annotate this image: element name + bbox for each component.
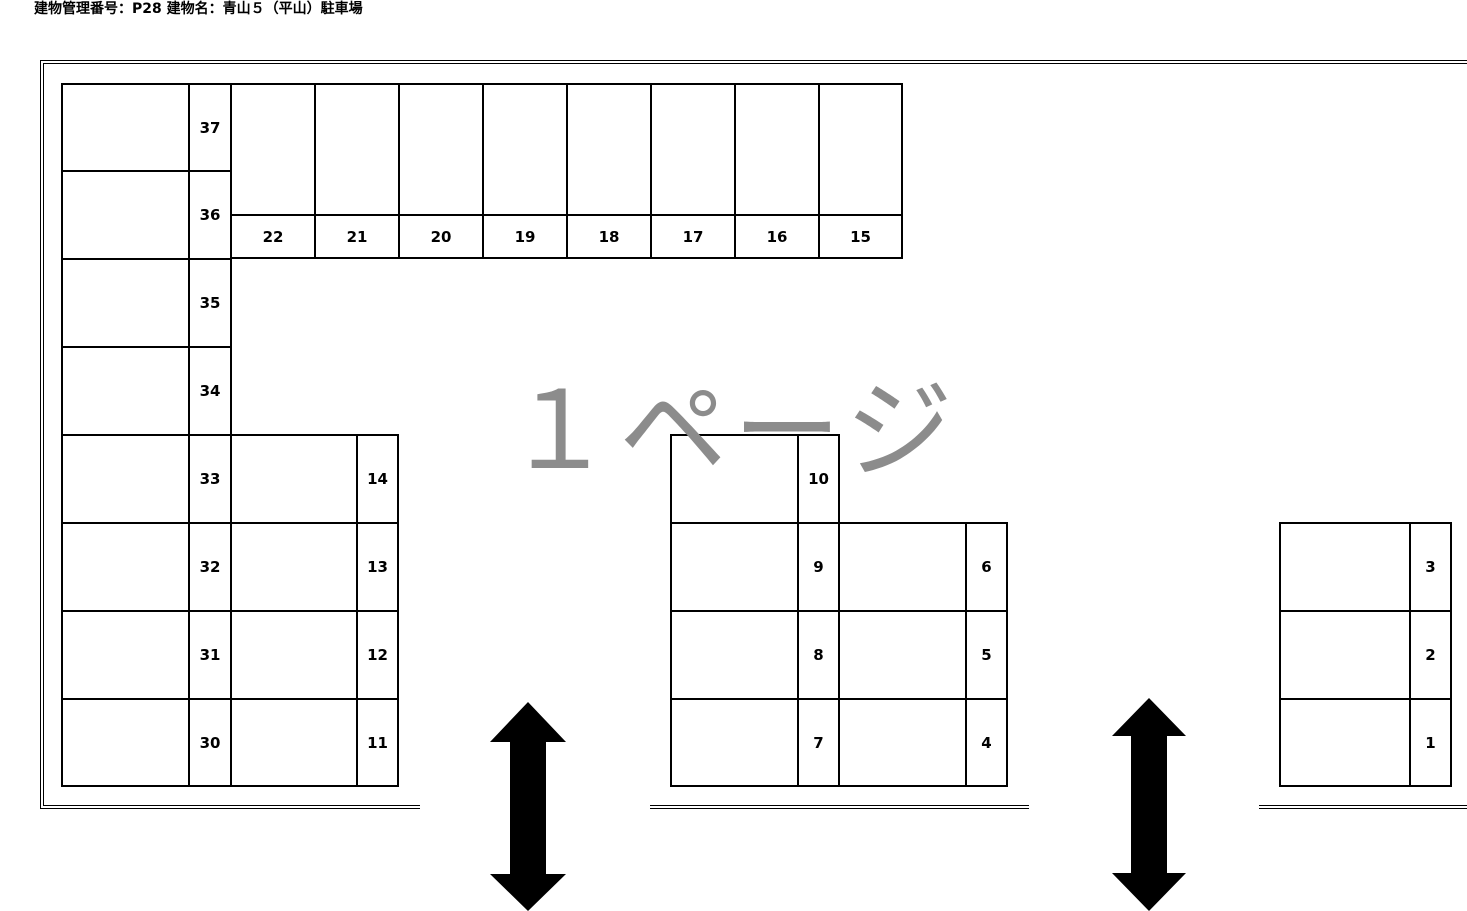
entrance-arrow-right-icon bbox=[1112, 698, 1186, 911]
entrance-arrow-left-icon bbox=[490, 702, 566, 911]
slot-label-31: 31 bbox=[188, 610, 232, 700]
slot-label-37: 37 bbox=[188, 83, 232, 172]
slot-label-15: 15 bbox=[818, 214, 903, 259]
parking-space-21 bbox=[314, 83, 400, 216]
parking-space-6 bbox=[838, 522, 967, 612]
page-title: 建物管理番号：P28 建物名：青山５（平山）駐車場 bbox=[34, 1, 363, 17]
slot-label-21: 21 bbox=[314, 214, 400, 259]
slot-label-12: 12 bbox=[356, 610, 399, 700]
parking-space-30 bbox=[61, 698, 190, 787]
parking-space-8 bbox=[670, 610, 799, 700]
slot-label-3: 3 bbox=[1409, 522, 1452, 612]
parking-space-9 bbox=[670, 522, 799, 612]
slot-label-6: 6 bbox=[965, 522, 1008, 612]
slot-label-7: 7 bbox=[797, 698, 840, 787]
slot-label-20: 20 bbox=[398, 214, 484, 259]
parking-space-18 bbox=[566, 83, 652, 216]
parking-space-17 bbox=[650, 83, 736, 216]
parking-space-15 bbox=[818, 83, 903, 216]
slot-label-4: 4 bbox=[965, 698, 1008, 787]
slot-label-32: 32 bbox=[188, 522, 232, 612]
parking-space-14 bbox=[230, 434, 358, 524]
page-watermark: １ページ bbox=[505, 369, 959, 494]
parking-space-31 bbox=[61, 610, 190, 700]
slot-label-35: 35 bbox=[188, 258, 232, 348]
slot-label-34: 34 bbox=[188, 346, 232, 436]
parking-space-36 bbox=[61, 170, 190, 260]
slot-label-13: 13 bbox=[356, 522, 399, 612]
slot-label-18: 18 bbox=[566, 214, 652, 259]
slot-label-10: 10 bbox=[797, 434, 840, 524]
parking-space-7 bbox=[670, 698, 799, 787]
parking-space-4 bbox=[838, 698, 967, 787]
slot-label-11: 11 bbox=[356, 698, 399, 787]
slot-label-22: 22 bbox=[230, 214, 316, 259]
slot-label-17: 17 bbox=[650, 214, 736, 259]
slot-label-14: 14 bbox=[356, 434, 399, 524]
slot-label-36: 36 bbox=[188, 170, 232, 260]
parking-space-33 bbox=[61, 434, 190, 524]
parking-space-3 bbox=[1279, 522, 1411, 612]
slot-label-5: 5 bbox=[965, 610, 1008, 700]
parking-space-5 bbox=[838, 610, 967, 700]
parking-space-35 bbox=[61, 258, 190, 348]
parking-space-37 bbox=[61, 83, 190, 172]
slot-label-30: 30 bbox=[188, 698, 232, 787]
slot-label-1: 1 bbox=[1409, 698, 1452, 787]
slot-label-16: 16 bbox=[734, 214, 820, 259]
slot-label-2: 2 bbox=[1409, 610, 1452, 700]
parking-space-19 bbox=[482, 83, 568, 216]
parking-space-16 bbox=[734, 83, 820, 216]
slot-label-19: 19 bbox=[482, 214, 568, 259]
parking-space-20 bbox=[398, 83, 484, 216]
parking-space-11 bbox=[230, 698, 358, 787]
parking-space-32 bbox=[61, 522, 190, 612]
slot-label-8: 8 bbox=[797, 610, 840, 700]
parking-space-13 bbox=[230, 522, 358, 612]
parking-space-34 bbox=[61, 346, 190, 436]
parking-space-12 bbox=[230, 610, 358, 700]
parking-space-2 bbox=[1279, 610, 1411, 700]
slot-label-33: 33 bbox=[188, 434, 232, 524]
parking-space-22 bbox=[230, 83, 316, 216]
parking-space-1 bbox=[1279, 698, 1411, 787]
slot-label-9: 9 bbox=[797, 522, 840, 612]
